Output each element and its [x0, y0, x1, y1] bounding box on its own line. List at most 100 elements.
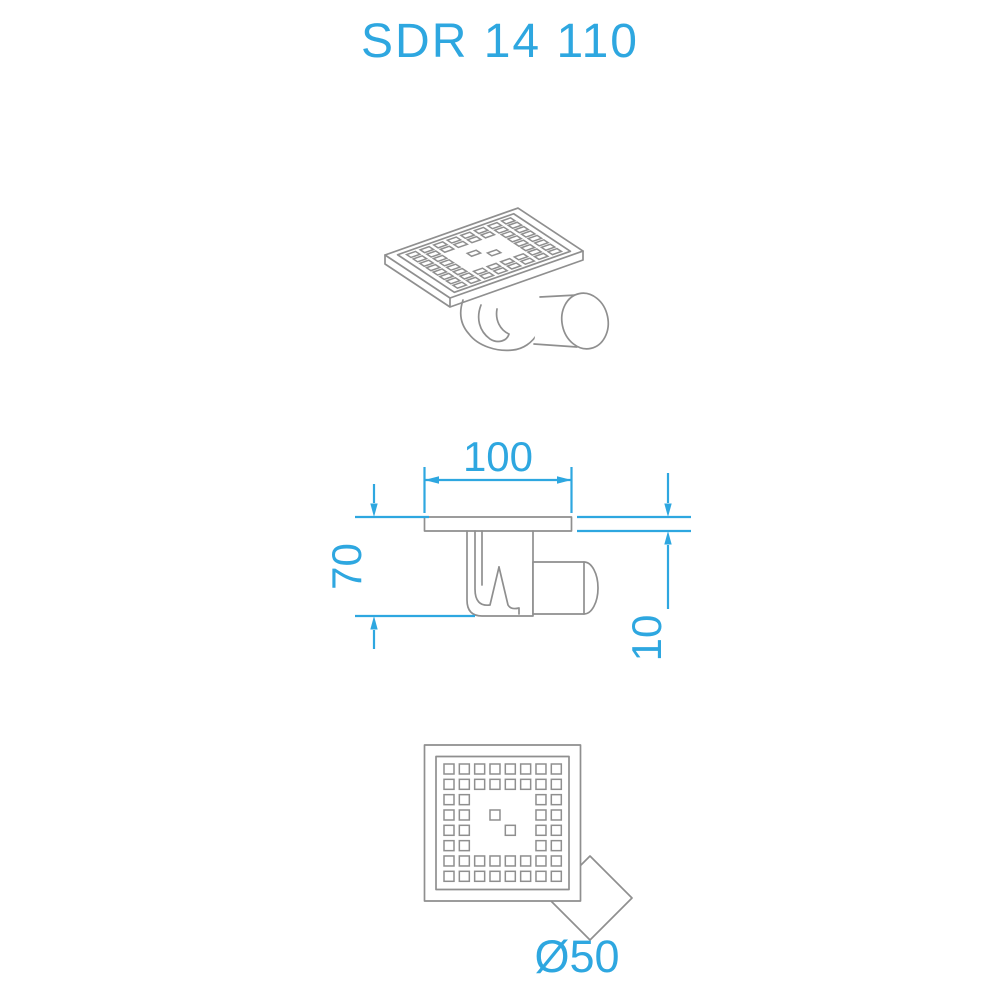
- grate-hole: [502, 218, 515, 224]
- grate-hole: [487, 263, 500, 269]
- grate-hole: [458, 855, 471, 867]
- grate-hole: [458, 824, 471, 837]
- grate-hole: [504, 824, 517, 837]
- side-trap-body: [466, 530, 534, 617]
- top-view: [423, 744, 633, 941]
- grate-hole: [550, 839, 563, 852]
- iso-plate-inner-edge: [398, 214, 571, 293]
- grate-hole: [535, 793, 547, 806]
- grate-hole: [427, 251, 440, 257]
- grate-hole: [514, 254, 527, 260]
- grate-hole: [535, 253, 548, 259]
- grate-hole: [443, 855, 455, 867]
- grate-hole: [535, 763, 547, 775]
- thickness-extension-lines: [577, 515, 691, 533]
- grate-hole: [458, 778, 471, 791]
- grate-hole: [461, 232, 474, 238]
- grate-hole: [467, 250, 480, 256]
- grate-hole: [474, 227, 487, 233]
- grate-hole: [489, 763, 501, 775]
- grate-hole: [443, 793, 455, 806]
- grate-hole: [447, 237, 460, 243]
- grate-hole: [458, 809, 471, 821]
- grate-hole: [413, 256, 426, 262]
- grate-hole: [495, 227, 508, 233]
- grate-hole: [550, 778, 563, 791]
- side-trap-curve-right: [498, 566, 520, 615]
- iso-outlet-pipe: [533, 292, 610, 350]
- height-arrow-top: [370, 503, 378, 517]
- grate-hole: [440, 260, 453, 266]
- grate-hole: [467, 277, 480, 283]
- grate-hole: [440, 273, 453, 279]
- outlet-diameter-label: Ø50: [534, 931, 619, 982]
- product-title: SDR 14 110: [361, 15, 639, 68]
- grate-hole: [550, 809, 563, 821]
- top-plate-outer-edge: [423, 744, 582, 902]
- height-dimension-label: 70: [323, 543, 370, 590]
- grate-hole: [519, 778, 532, 791]
- grate-hole: [501, 231, 514, 237]
- grate-hole: [519, 870, 532, 883]
- grate-hole: [550, 855, 563, 867]
- grate-hole: [494, 268, 507, 274]
- grate-hole: [443, 778, 455, 791]
- grate-hole: [507, 263, 520, 269]
- grate-hole: [504, 870, 517, 883]
- side-outlet-pipe: [532, 561, 599, 615]
- grate-hole: [489, 809, 501, 821]
- grate-hole: [433, 255, 446, 261]
- grate-hole: [528, 249, 541, 255]
- grate-hole: [458, 763, 471, 775]
- grate-hole: [519, 855, 532, 867]
- grate-hole: [420, 247, 433, 253]
- grate-hole: [458, 839, 471, 852]
- iso-pipe-connector-edges: [533, 294, 578, 348]
- grate-hole: [474, 268, 487, 274]
- grate-hole: [458, 870, 471, 883]
- grate-hole: [535, 240, 548, 246]
- side-pipe-outline: [532, 561, 599, 615]
- grate-hole: [519, 763, 532, 775]
- grate-hole: [548, 249, 561, 255]
- grate-hole: [473, 778, 486, 791]
- grate-hole: [453, 282, 466, 288]
- grate-hole: [481, 232, 494, 238]
- thickness-arrow-bottom: [664, 531, 672, 545]
- grate-hole: [528, 235, 541, 241]
- grate-hole: [535, 824, 547, 837]
- grate-hole: [550, 793, 563, 806]
- grate-hole: [535, 809, 547, 821]
- grate-hole: [447, 264, 460, 270]
- grate-hole: [473, 763, 486, 775]
- iso-trap-body: [459, 296, 543, 352]
- grate-hole: [443, 809, 455, 821]
- grate-hole: [508, 236, 521, 242]
- height-extension-lines: [355, 515, 475, 618]
- side-view: [423, 516, 599, 617]
- grate-hole: [473, 855, 486, 867]
- iso-grate-plate: [385, 208, 583, 298]
- grate-hole: [504, 855, 517, 867]
- grate-hole: [489, 778, 501, 791]
- grate-hole: [522, 231, 535, 237]
- grate-hole: [468, 237, 481, 243]
- width-extension-lines: [423, 467, 573, 513]
- grate-hole: [541, 244, 554, 250]
- iso-pipe-end-ellipse: [560, 292, 610, 350]
- side-grate-plate: [423, 516, 573, 532]
- grate-hole: [521, 258, 534, 264]
- isometric-view: [385, 208, 610, 352]
- width-arrow-right: [557, 476, 572, 484]
- iso-trap-hook: [477, 304, 510, 343]
- thickness-dimension-label: 10: [623, 615, 670, 662]
- iso-plate-outer-edge: [385, 208, 583, 298]
- grate-hole: [535, 778, 547, 791]
- grate-hole: [515, 227, 528, 233]
- width-dimension-label: 100: [463, 433, 533, 480]
- height-dimension: 70: [323, 484, 475, 649]
- grate-hole: [508, 222, 521, 228]
- grate-hole: [454, 241, 467, 247]
- side-body-outline: [466, 530, 534, 617]
